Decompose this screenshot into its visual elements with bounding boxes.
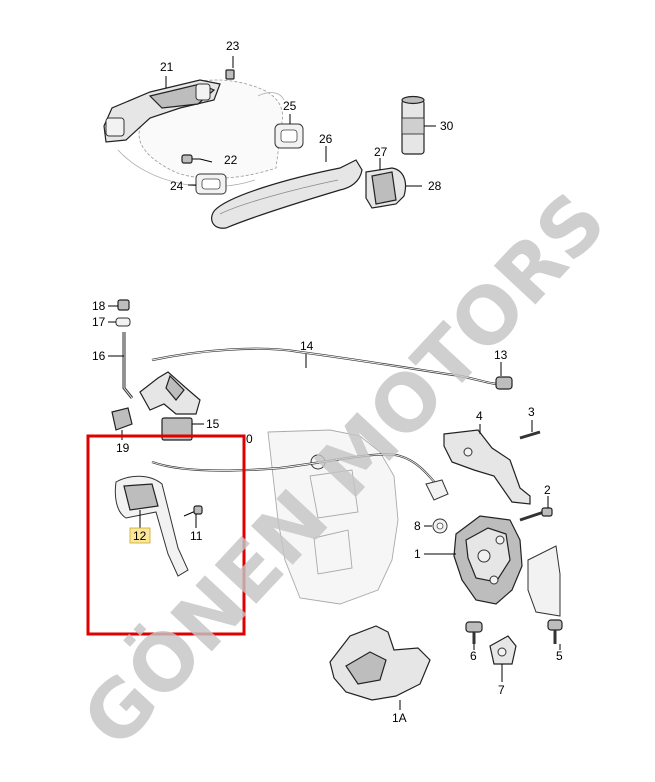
label-23: 23 bbox=[226, 39, 240, 53]
label-18: 18 bbox=[92, 299, 106, 313]
screw-3 bbox=[519, 430, 541, 440]
latch-cover-1a bbox=[329, 625, 431, 701]
lock-cylinder-housing bbox=[139, 371, 201, 415]
label-26: 26 bbox=[319, 132, 333, 146]
rod-16 bbox=[122, 332, 134, 399]
label-21: 21 bbox=[160, 60, 174, 74]
striker-7 bbox=[489, 635, 517, 665]
grommet-17 bbox=[115, 317, 131, 327]
screw-23 bbox=[225, 69, 235, 80]
label-25: 25 bbox=[283, 99, 297, 113]
grease-can-30 bbox=[401, 95, 425, 155]
label-4: 4 bbox=[476, 409, 483, 423]
label-1: 1 bbox=[414, 547, 421, 561]
label-28: 28 bbox=[428, 179, 442, 193]
label-7: 7 bbox=[498, 683, 505, 697]
label-13: 13 bbox=[494, 348, 508, 362]
bracket-4 bbox=[443, 429, 531, 505]
label-24: 24 bbox=[170, 179, 184, 193]
release-cable bbox=[151, 453, 439, 487]
seal-25 bbox=[274, 123, 304, 149]
handle-carrier-21 bbox=[103, 79, 221, 143]
label-11: 11 bbox=[190, 529, 203, 543]
label-17: 17 bbox=[92, 315, 106, 329]
screw-22 bbox=[181, 154, 213, 164]
screw-5 bbox=[547, 619, 563, 644]
cable-14 bbox=[151, 347, 499, 386]
label-12-highlight bbox=[129, 527, 151, 544]
seal-ring-8 bbox=[432, 518, 448, 534]
label-19: 19 bbox=[116, 441, 130, 455]
clip-19 bbox=[111, 407, 133, 431]
label-27: 27 bbox=[374, 145, 388, 159]
label-10: 0 bbox=[246, 432, 253, 446]
label-2: 2 bbox=[544, 483, 551, 497]
label-8: 8 bbox=[414, 519, 421, 533]
lever-small bbox=[425, 479, 449, 501]
pin-2 bbox=[519, 507, 553, 522]
interior-handle-12 bbox=[114, 475, 189, 577]
cap-27-28 bbox=[365, 167, 407, 209]
label-5: 5 bbox=[556, 649, 563, 663]
label-30: 30 bbox=[440, 119, 454, 133]
cable-end-13 bbox=[495, 376, 513, 390]
knob-18 bbox=[117, 299, 130, 311]
door-inner-panel bbox=[267, 429, 399, 605]
plate-right bbox=[527, 545, 561, 617]
grip-26 bbox=[211, 159, 363, 229]
label-3: 3 bbox=[528, 405, 535, 419]
label-14: 14 bbox=[300, 339, 314, 353]
screw-6 bbox=[465, 621, 483, 644]
label-16: 16 bbox=[92, 349, 106, 363]
screw-11 bbox=[183, 505, 203, 517]
label-1a: 1A bbox=[392, 711, 407, 725]
label-6: 6 bbox=[470, 649, 477, 663]
seal-24 bbox=[195, 173, 227, 195]
highlight-frame bbox=[86, 434, 246, 636]
label-12: 12 bbox=[133, 529, 147, 543]
label-22: 22 bbox=[224, 153, 238, 167]
door-latch-1 bbox=[453, 515, 523, 605]
label-15: 15 bbox=[206, 417, 220, 431]
